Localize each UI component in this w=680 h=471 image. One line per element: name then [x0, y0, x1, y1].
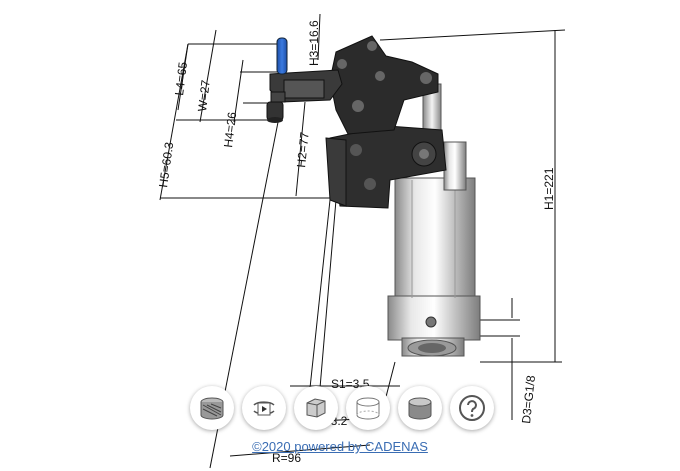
dim-d3: D3=G1/8	[519, 374, 538, 424]
bounding-box-icon	[306, 398, 326, 418]
dim-l4: L4=65	[172, 61, 190, 96]
help-button[interactable]	[450, 386, 494, 430]
wireframe-button[interactable]	[346, 386, 390, 430]
bounding-box-button[interactable]	[294, 386, 338, 430]
dim-h4: H4=26	[221, 111, 239, 148]
shaded-cylinder-icon	[408, 397, 432, 420]
cadenas-credit-link[interactable]: ©2020 powered by CADENAS	[252, 439, 428, 454]
dim-h5: H5=60.3	[156, 141, 176, 189]
toggle-clamp-model[interactable]	[266, 35, 481, 357]
dim-h3: H3=16.6	[307, 20, 321, 66]
dim-r: R=96	[272, 451, 301, 465]
viewer-toolbar	[190, 386, 494, 430]
dim-h1: H1=221	[542, 167, 556, 210]
wireframe-cylinder-icon	[356, 397, 380, 420]
animation-button[interactable]	[242, 386, 286, 430]
dim-w: W=27	[195, 79, 213, 112]
help-icon	[459, 395, 485, 421]
rotate-play-icon	[253, 401, 275, 416]
dimension-lines	[159, 13, 566, 469]
section-cylinder-icon	[200, 397, 224, 420]
dim-h2: H2=77	[294, 131, 312, 168]
section-view-button[interactable]	[190, 386, 234, 430]
shaded-view-button[interactable]	[398, 386, 442, 430]
